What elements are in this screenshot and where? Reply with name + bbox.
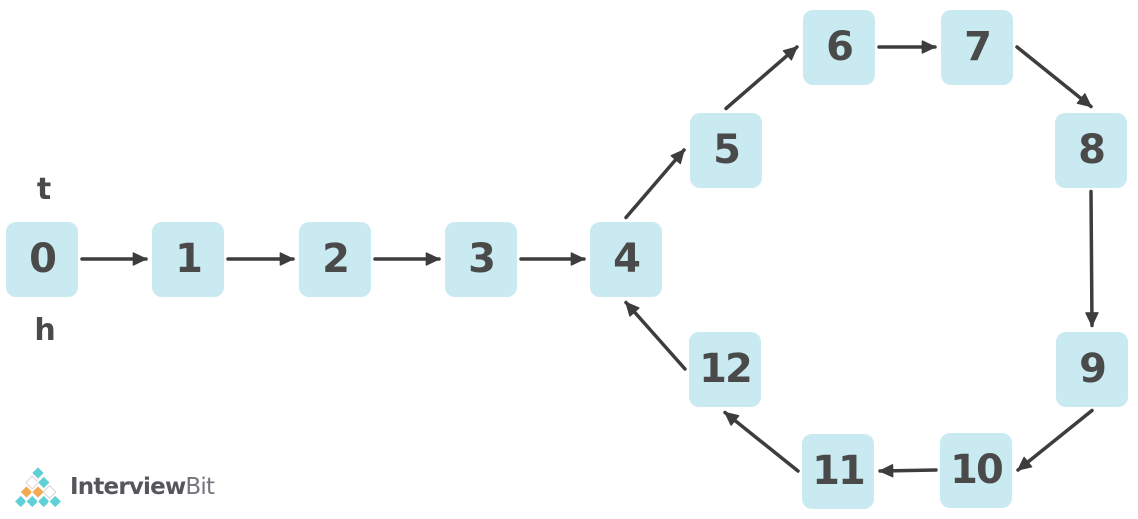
logo-diamond-cyan xyxy=(25,494,40,509)
edge-5-to-6 xyxy=(724,45,799,111)
node-label: 2 xyxy=(322,236,350,282)
edge-7-to-8 xyxy=(1015,45,1093,109)
list-node-12: 12 xyxy=(689,331,761,407)
node-label: 5 xyxy=(713,127,741,173)
logo-diamond-orange xyxy=(19,484,34,500)
node-label: 0 xyxy=(29,236,57,282)
list-node-3: 3 xyxy=(445,221,517,297)
list-node-8: 8 xyxy=(1055,112,1127,188)
edge-9-to-10 xyxy=(1016,408,1094,472)
node-label: 12 xyxy=(699,346,753,392)
logo: InterviewBit xyxy=(13,466,215,510)
node-label: 3 xyxy=(468,236,496,282)
list-node-0: 0 xyxy=(6,221,78,297)
node-label: 9 xyxy=(1079,346,1107,392)
list-node-1: 1 xyxy=(152,221,224,297)
logo-diamond-cyan xyxy=(36,494,51,509)
edge-8-to-9 xyxy=(1085,189,1099,328)
logo-diamond-white xyxy=(42,484,57,500)
node-label: 1 xyxy=(175,236,203,282)
logo-diamond-cyan xyxy=(13,494,28,509)
edge-11-to-12 xyxy=(723,410,800,473)
list-node-6: 6 xyxy=(803,9,875,85)
pointer-label-h: h xyxy=(34,313,56,348)
edge-4-to-5 xyxy=(624,148,686,220)
pointer-label-t: t xyxy=(36,172,52,207)
edge-12-to-4 xyxy=(624,300,687,371)
logo-pyramid-icon xyxy=(13,466,63,509)
node-label: 8 xyxy=(1078,127,1106,173)
logo-diamond-cyan xyxy=(30,466,46,481)
node-label: 7 xyxy=(964,24,992,70)
list-node-2: 2 xyxy=(299,221,371,297)
logo-text: InterviewBit xyxy=(70,473,215,501)
node-label: 11 xyxy=(812,448,866,494)
logo-diamond-orange xyxy=(30,484,46,500)
list-node-4: 4 xyxy=(590,221,662,297)
node-label: 6 xyxy=(826,24,854,70)
logo-text-secondary: Bit xyxy=(185,473,215,500)
logo-text-primary: Interview xyxy=(70,473,186,500)
node-label: 4 xyxy=(613,236,641,282)
list-node-10: 10 xyxy=(940,432,1012,508)
list-node-5: 5 xyxy=(690,112,762,188)
list-node-7: 7 xyxy=(941,9,1013,85)
list-node-11: 11 xyxy=(802,433,874,509)
edge-10-to-11 xyxy=(878,464,938,478)
node-label: 10 xyxy=(950,447,1004,493)
list-node-9: 9 xyxy=(1056,331,1128,407)
edges-group xyxy=(80,40,1099,478)
logo-diamond-white xyxy=(25,475,40,490)
logo-diamond-cyan xyxy=(48,494,63,509)
logo-diamond-cyan xyxy=(36,475,51,490)
